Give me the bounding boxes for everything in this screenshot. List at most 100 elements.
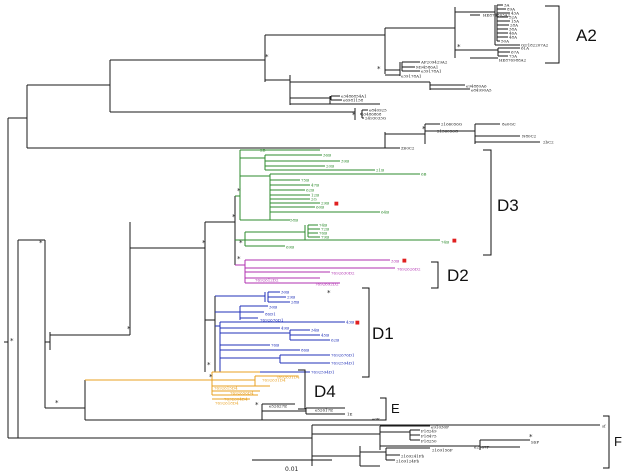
support-star: * — [127, 325, 131, 333]
leaf-label: AF209429A2 — [420, 60, 448, 65]
leaf-label: 30B — [281, 290, 289, 295]
leaf-label: 2B — [260, 148, 266, 153]
leaf-label: M94586A1 — [416, 65, 438, 70]
leaf-label: 49B — [281, 326, 289, 331]
leaf-label: 7692594D1 — [311, 370, 335, 375]
leaf-label: 30B — [269, 305, 277, 310]
clade-bracket-d3 — [483, 149, 492, 256]
leaf-label: SSF — [531, 440, 539, 445]
clade-bracket-a2 — [545, 5, 560, 64]
leaf-label: 7692631D4 — [276, 375, 300, 380]
leaf-label: 3A — [504, 3, 510, 8]
leaf-label: 2156056G — [437, 129, 458, 134]
leaf-label: 7692656D4 — [230, 391, 254, 396]
scale-bar-label: 0.01 — [285, 466, 299, 473]
support-star: * — [327, 289, 331, 297]
leaf-label: 8e0GC — [502, 122, 516, 127]
leaf-label: 2bC2 — [543, 140, 554, 145]
leaf-label: 89A — [507, 7, 515, 12]
leaf-label: 2G — [311, 197, 317, 202]
leaf-label: 7692692D2 — [315, 282, 339, 287]
support-star: * — [457, 43, 461, 51]
leaf-label: 7692594D1 — [331, 361, 355, 366]
support-star: * — [422, 125, 426, 133]
clade-bracket-d2 — [431, 261, 439, 289]
support-star: * — [55, 399, 59, 407]
support-star: * — [265, 53, 269, 61]
leaf-label: 7692612D2 — [255, 278, 279, 283]
leaf-label: 46A — [509, 31, 517, 36]
leaf-label: 2166056G — [441, 122, 462, 127]
leaf-label: 58B — [290, 218, 298, 223]
support-star: * — [202, 239, 206, 247]
leaf-label: 52A — [509, 15, 517, 20]
leaf-label: HE876988A2 — [499, 58, 527, 63]
support-star: * — [39, 239, 43, 247]
leaf-label: 76B — [319, 231, 327, 236]
leaf-label: 62B — [331, 338, 339, 343]
leaf-label: 47B — [311, 183, 319, 188]
leaf-label: e84990A5 — [471, 88, 492, 93]
clade-bracket-e — [380, 397, 387, 421]
leaf-label: 67A — [511, 50, 519, 55]
leaf-label: 60B — [316, 205, 324, 210]
highlight-marker: ■ — [452, 238, 457, 244]
support-star: * — [207, 361, 211, 369]
clade-label-d4: D4 — [314, 382, 336, 401]
leaf-label: sf — [602, 424, 606, 429]
leaf-label: 36B — [323, 153, 331, 158]
support-star: * — [529, 433, 533, 441]
leaf-label: e39178A1 — [401, 74, 422, 79]
leaf-label: 74B — [441, 240, 449, 245]
leaf-label: 43B — [346, 320, 354, 325]
leaf-label: 7692626D2 — [397, 267, 421, 272]
leaf-label: 15A — [511, 19, 519, 24]
leaf-label: 2493033G — [365, 116, 386, 121]
leaf-label: 43A — [511, 11, 519, 16]
leaf-label: 33B — [391, 259, 399, 264]
leaf-label: 7692618D4 — [215, 401, 239, 406]
leaf-label: 29B — [287, 295, 295, 300]
leaf-label: 6B — [421, 172, 427, 177]
leaf-label: 86B — [301, 348, 309, 353]
support-star: * — [237, 187, 241, 195]
highlight-marker: ■ — [355, 320, 360, 326]
clade-label-d2: D2 — [447, 266, 469, 285]
leaf-label: 28B — [291, 300, 299, 305]
highlight-marker: ■ — [402, 258, 407, 264]
support-star: * — [352, 111, 356, 119]
leaf-label: 39B — [341, 159, 349, 164]
clade-bracket-d1 — [362, 287, 370, 378]
leaf-label: 2169241Fb — [401, 454, 425, 459]
support-star: * — [239, 239, 243, 247]
support-star: * — [237, 255, 241, 263]
leaf-label: b3486868 — [361, 112, 382, 117]
leaf-label: e52627E — [269, 404, 287, 409]
leaf-label: F18250 — [421, 439, 437, 444]
clade-bracket-d4 — [298, 369, 306, 410]
leaf-label: GU182207A2 — [521, 43, 549, 48]
highlight-marker: ■ — [334, 201, 339, 207]
leaf-label: 7692630D2 — [331, 271, 355, 276]
clade-label-e: E — [391, 401, 400, 416]
leaf-label: 21B — [376, 168, 384, 173]
leaf-label: e6981158 — [343, 98, 364, 103]
leaf-label: 38A — [509, 27, 517, 32]
leaf-label: e2187F — [474, 445, 490, 450]
leaf-label: 86D1 — [265, 312, 276, 317]
leaf-label: N80C2 — [522, 134, 537, 139]
leaf-label: 7692604D4 — [224, 397, 248, 402]
leaf-label: HE874803A2 — [483, 13, 511, 18]
leaf-label: 20B — [326, 164, 334, 169]
clade-label-d1: D1 — [372, 324, 394, 343]
leaf-label: F18249 — [421, 429, 437, 434]
leaf-label: 75B — [301, 178, 309, 183]
leaf-label: e52617E — [315, 408, 333, 413]
leaf-label: 7692631D4 — [262, 378, 286, 383]
leaf-label: 69B — [286, 245, 294, 250]
leaf-label: e39178A1 — [421, 69, 442, 74]
support-markers: ************■■**■*■**** — [10, 43, 533, 441]
leaf-label: 62B — [306, 188, 314, 193]
leaf-label: e0E — [372, 417, 380, 422]
